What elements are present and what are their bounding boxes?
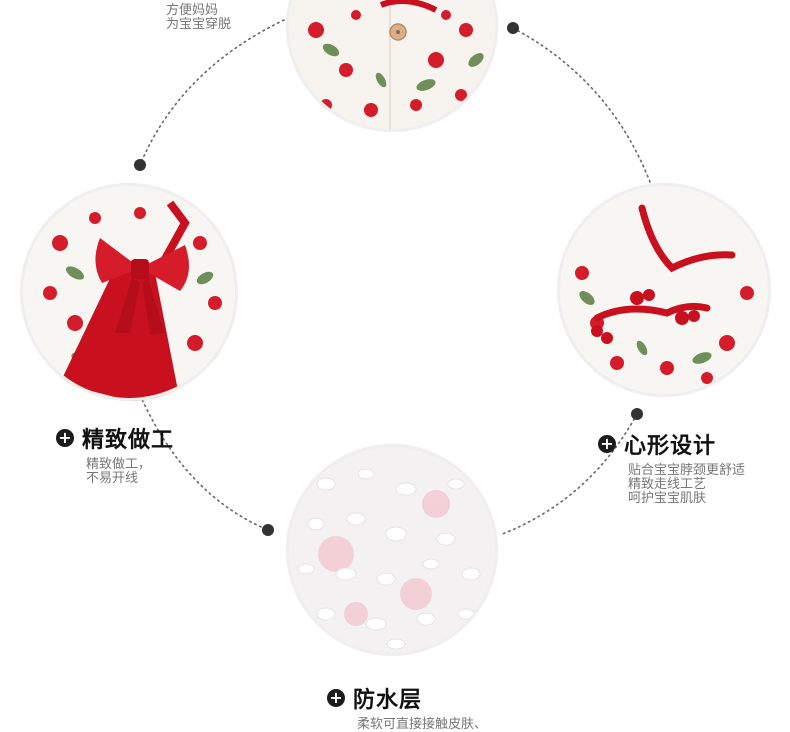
desc-line: 柔软可直接接触皮肤、 (357, 717, 488, 732)
plus-circle-icon: + (327, 689, 345, 707)
connector-node (631, 408, 643, 420)
connector-node (507, 22, 519, 34)
feature-title: 防水层 (353, 688, 423, 713)
feature-craft: + 精致做工 精致做工， 不易开线 (56, 422, 174, 486)
photo-button-placket (286, 0, 498, 132)
feature-description: 柔软可直接接触皮肤、 (357, 718, 487, 732)
plus-circle-icon: + (598, 435, 616, 453)
photo-waterproof-layer (286, 444, 498, 656)
photo-heart-collar (557, 183, 771, 397)
desc-line: 呵护宝宝肌肤 (628, 491, 707, 506)
desc-line: 贴合宝宝脖颈更舒适 (628, 463, 746, 478)
desc-line: 精致做工， (86, 457, 152, 472)
photo-bow-detail (20, 183, 238, 401)
desc-line: 精致走线工艺 (628, 477, 707, 492)
top-feature-description: 方便妈妈 为宝宝穿脱 (166, 4, 231, 32)
feature-waterproof: + 防水层 柔软可直接接触皮肤、 (327, 682, 487, 732)
feature-heart: + 心形设计 贴合宝宝脖颈更舒适 精致走线工艺 呵护宝宝肌肤 (598, 428, 745, 506)
feature-description: 贴合宝宝脖颈更舒适 精致走线工艺 呵护宝宝肌肤 (628, 464, 745, 506)
feature-title: 心形设计 (624, 434, 717, 459)
connector-node (262, 524, 274, 536)
plus-circle-icon: + (56, 429, 74, 447)
desc-line: 不易开线 (86, 471, 139, 486)
connector-node (134, 159, 146, 171)
feature-description: 精致做工， 不易开线 (86, 458, 174, 486)
desc-line: 方便妈妈 (166, 3, 219, 18)
desc-line: 为宝宝穿脱 (166, 17, 232, 32)
feature-title: 精致做工 (82, 428, 175, 453)
